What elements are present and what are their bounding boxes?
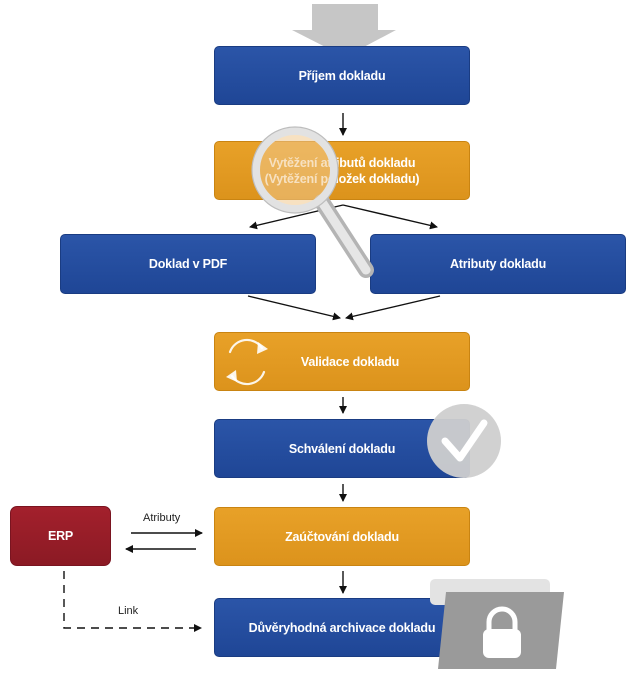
- node-archivace-label: Důvěryhodná archivace dokladu: [248, 620, 436, 635]
- node-doklad-v-pdf: Doklad v PDF: [60, 234, 316, 294]
- node-validace-label: Validace dokladu: [300, 354, 400, 369]
- node-pdf-label: Doklad v PDF: [148, 257, 228, 271]
- arrow-pdf-validace: [247, 295, 341, 321]
- arrow-erp-archivace-link: [63, 571, 202, 632]
- edge-label-atributy: Atributy: [143, 512, 181, 524]
- node-erp: ERP: [10, 506, 111, 566]
- node-schvaleni-label: Schválení dokladu: [288, 441, 396, 456]
- node-erp-label: ERP: [47, 529, 74, 543]
- node-duveryhodna-archivace: Důvěryhodná archivace dokladu: [214, 598, 470, 657]
- node-atributy-label: Atributy dokladu: [449, 257, 547, 271]
- edge-label-link: Link: [118, 605, 139, 617]
- arrow-atributy-validace: [345, 295, 441, 321]
- node-zauctovani-dokladu: Zaúčtování dokladu: [214, 507, 470, 566]
- node-zauctovani-label: Zaúčtování dokladu: [285, 529, 399, 544]
- node-schvaleni-dokladu: Schválení dokladu: [214, 419, 470, 478]
- node-atributy-dokladu: Atributy dokladu: [370, 234, 626, 294]
- node-prijem-dokladu: Příjem dokladu: [214, 46, 470, 105]
- arrow-vytezeni-atributy: [342, 204, 438, 230]
- node-prijem-label: Příjem dokladu: [298, 68, 386, 83]
